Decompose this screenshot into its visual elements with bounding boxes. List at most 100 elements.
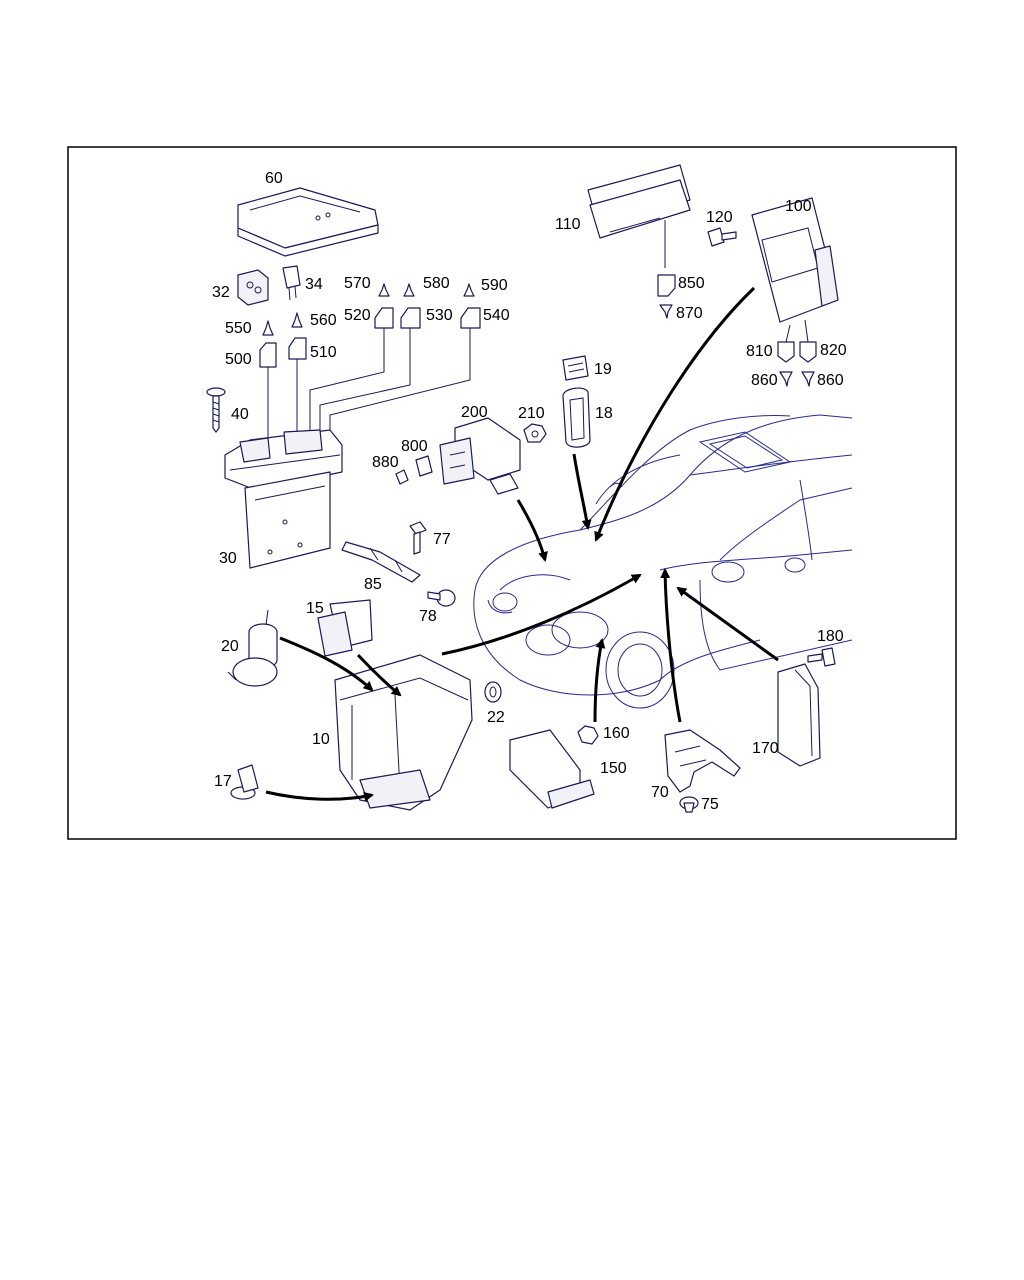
label-520: 520 xyxy=(344,307,371,324)
arrow-17-to-10 xyxy=(265,790,374,802)
label-75: 75 xyxy=(701,796,719,813)
leader-520 xyxy=(309,328,385,430)
part-18 xyxy=(562,387,591,448)
label-500: 500 xyxy=(225,351,252,368)
connector-810 xyxy=(777,341,795,363)
cap-550 xyxy=(262,320,274,336)
pump-20 xyxy=(227,609,278,687)
label-860-right: 860 xyxy=(817,372,844,389)
bracket-85 xyxy=(341,541,421,583)
arrow-200-to-car xyxy=(516,499,548,562)
arrow-100-to-car xyxy=(594,286,756,542)
label-560: 560 xyxy=(310,312,337,329)
cap-560 xyxy=(291,312,303,328)
screw-77 xyxy=(409,521,427,555)
label-34: 34 xyxy=(305,276,323,293)
part-15 xyxy=(317,599,373,657)
connector-820 xyxy=(799,341,817,363)
label-590: 590 xyxy=(481,277,508,294)
arrow-20-to-10 xyxy=(279,636,374,692)
screw-120 xyxy=(707,227,737,247)
part-19 xyxy=(562,355,589,381)
relay-32 xyxy=(237,269,269,306)
screw-180 xyxy=(807,647,836,667)
label-540: 540 xyxy=(483,307,510,324)
reservoir-10 xyxy=(334,654,473,811)
arrow-70-to-car xyxy=(660,568,682,723)
label-70: 70 xyxy=(651,784,669,801)
label-870: 870 xyxy=(676,305,703,322)
label-60: 60 xyxy=(265,170,283,187)
leader-540 xyxy=(329,328,471,440)
nut-160 xyxy=(577,725,599,745)
label-15: 15 xyxy=(306,600,324,617)
label-530: 530 xyxy=(426,307,453,324)
label-20: 20 xyxy=(221,638,239,655)
clip-75 xyxy=(679,796,699,813)
connector-800 xyxy=(415,455,433,477)
connector-520 xyxy=(374,307,394,329)
label-860-left: 860 xyxy=(751,372,778,389)
label-570: 570 xyxy=(344,275,371,292)
arrow-15-to-10 xyxy=(356,653,402,697)
cap-880 xyxy=(395,469,409,485)
fuse-34 xyxy=(282,265,301,301)
control-unit-110 xyxy=(587,164,691,268)
label-18: 18 xyxy=(595,405,613,422)
label-78: 78 xyxy=(419,608,437,625)
relay-bracket-200 xyxy=(439,417,521,495)
label-850: 850 xyxy=(678,275,705,292)
nut-210 xyxy=(523,423,547,443)
arrow-18-to-car xyxy=(572,453,592,530)
label-550: 550 xyxy=(225,320,252,337)
label-32: 32 xyxy=(212,284,230,301)
screw-40 xyxy=(206,387,226,433)
leader-810 xyxy=(785,324,791,343)
label-100: 100 xyxy=(785,198,812,215)
bolt-78 xyxy=(427,589,456,607)
cap-860-right xyxy=(801,371,815,387)
arrow-170-to-car xyxy=(676,586,779,662)
control-unit-100 xyxy=(751,197,839,323)
leader-820 xyxy=(804,319,809,343)
label-22: 22 xyxy=(487,709,505,726)
leader-530 xyxy=(319,328,411,436)
label-580: 580 xyxy=(423,275,450,292)
label-19: 19 xyxy=(594,361,612,378)
connector-510 xyxy=(288,337,307,360)
label-810: 810 xyxy=(746,343,773,360)
label-200: 200 xyxy=(461,404,488,421)
label-880: 880 xyxy=(372,454,399,471)
diagram-frame xyxy=(67,146,957,840)
label-30: 30 xyxy=(219,550,237,567)
label-180: 180 xyxy=(817,628,844,645)
connector-540 xyxy=(460,307,481,329)
arrow-160-to-car xyxy=(593,638,606,723)
label-85: 85 xyxy=(364,576,382,593)
cap-590 xyxy=(463,283,475,297)
connector-850 xyxy=(657,274,676,297)
label-510: 510 xyxy=(310,344,337,361)
label-10: 10 xyxy=(312,731,330,748)
label-40: 40 xyxy=(231,406,249,423)
label-120: 120 xyxy=(706,209,733,226)
fuse-box-cover-60 xyxy=(237,187,379,257)
label-820: 820 xyxy=(820,342,847,359)
cap-860-left xyxy=(779,371,793,387)
grommet-22 xyxy=(484,681,502,703)
label-17: 17 xyxy=(214,773,232,790)
bracket-70 xyxy=(664,729,741,793)
label-800: 800 xyxy=(401,438,428,455)
label-110: 110 xyxy=(555,216,581,233)
bracket-150 xyxy=(509,729,595,809)
cap-870 xyxy=(659,304,673,319)
arrow-10-to-car xyxy=(441,573,642,656)
car-body-illustration xyxy=(473,414,853,709)
module-170 xyxy=(777,663,821,767)
label-150: 150 xyxy=(600,760,627,777)
fuse-box-30 xyxy=(224,429,343,569)
connector-530 xyxy=(400,307,421,329)
label-160: 160 xyxy=(603,725,630,742)
cap-570 xyxy=(378,283,390,297)
